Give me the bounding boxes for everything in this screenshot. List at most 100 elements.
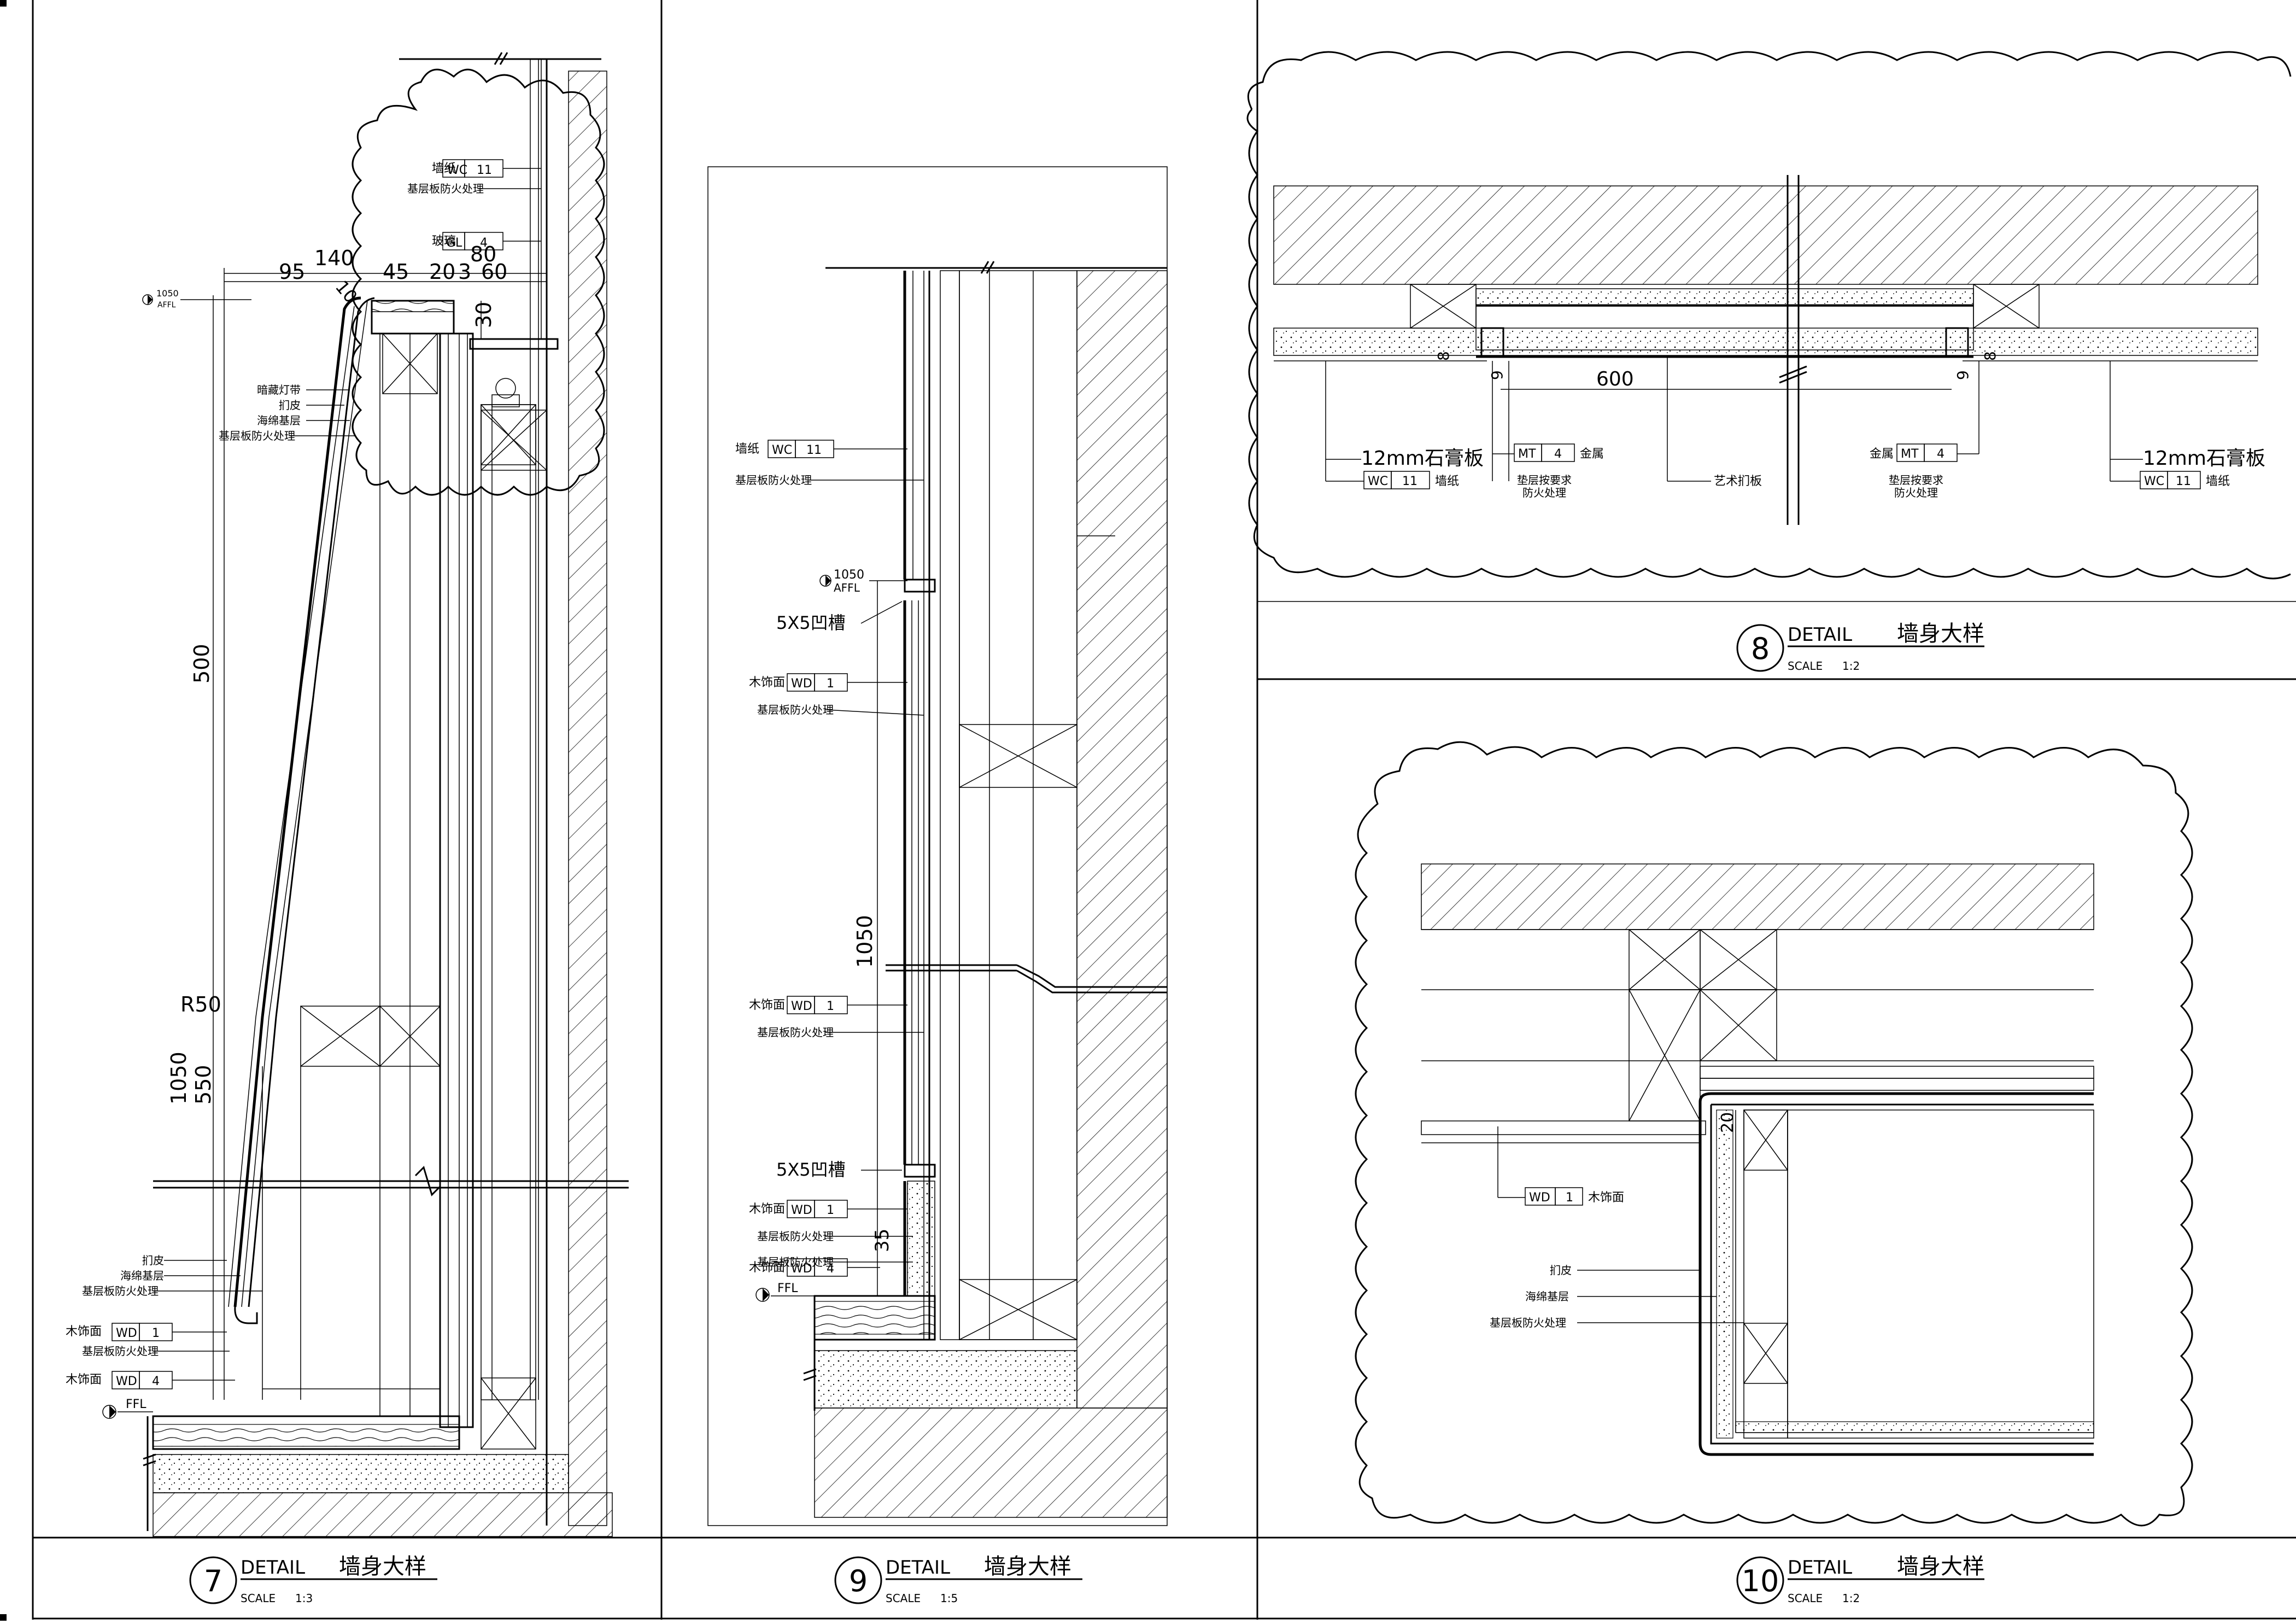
code-wd-9a-number: 1	[827, 677, 834, 691]
code-wd-10: WD	[1529, 1191, 1550, 1205]
level-ffl-9: FFL	[777, 1282, 798, 1295]
label-gypsum-left: 12mm石膏板	[1361, 447, 1484, 470]
label-wallpaper: 墙纸	[432, 162, 456, 176]
note-groove-top: 5X5凹槽	[776, 612, 846, 633]
label-wood-9c: 木饰面	[749, 1202, 785, 1216]
label-fireproof-9d: 基层板防火处理	[757, 1230, 834, 1243]
label-fireproof-bottom: 基层板防火处理	[82, 1284, 159, 1298]
code-gl: GL	[446, 236, 462, 250]
code-wd-9d-number: 4	[827, 1262, 834, 1276]
code-wc-8b-number: 11	[2176, 475, 2191, 488]
dim-20: 20	[429, 260, 455, 284]
dim-9-left: 9	[1488, 370, 1506, 380]
detail-9-scale: 1:5	[940, 1592, 958, 1605]
dim-30: 30	[472, 302, 496, 328]
detail-8-title: 8 DETAIL 墙身大样 SCALE 1:2	[1736, 621, 1984, 673]
label-fireproof-wd: 基层板防火处理	[82, 1345, 159, 1358]
label-wood-9a: 木饰面	[749, 676, 785, 690]
detail-10-name: 墙身大样	[1897, 1554, 1984, 1579]
dim-1050-9: 1050	[853, 915, 877, 968]
code-mt-left: MT	[1518, 447, 1536, 461]
level-1050-9: 1050	[834, 568, 864, 582]
level-affl-9: AFFL	[834, 581, 860, 594]
detail-7-labels: 墙纸 WC 11 基层板防火处理 玻璃 GL 4 140 95 10 45 20…	[66, 159, 547, 1419]
code-wd-4-number: 4	[152, 1375, 160, 1388]
detail-9-label: DETAIL	[886, 1557, 950, 1579]
detail-8-labels: 8 9 9 8 600 12mm石膏板 WC 11 墙纸 MT 4 金属 垫层按…	[1325, 351, 2265, 499]
code-wd-9d: WD	[791, 1262, 812, 1276]
label-leather-10: 扪皮	[1550, 1264, 1572, 1277]
label-art-glass: 艺术扪板	[1714, 475, 1762, 488]
note-r50: R50	[180, 992, 221, 1017]
level-1050: 1050	[156, 288, 179, 299]
dim-20-10: 20	[1718, 1112, 1737, 1133]
detail-9-number: 9	[849, 1564, 868, 1598]
label-sponge-10: 海绵基层	[1525, 1290, 1569, 1303]
label-fireproof-10: 基层板防火处理	[1490, 1316, 1566, 1329]
fire-note-left-1: 垫层按要求	[1517, 474, 1572, 487]
label-base-fireproof: 基层板防火处理	[407, 182, 484, 195]
label-hidden-light: 暗藏灯带	[257, 383, 301, 396]
dim-500: 500	[190, 644, 214, 684]
detail-10-scale: 1:2	[1842, 1592, 1860, 1605]
code-wc-9-number: 11	[806, 443, 822, 457]
code-wd-1: WD	[116, 1327, 137, 1340]
label-fireproof-9c: 基层板防火处理	[757, 1026, 834, 1039]
detail-7-label: DETAIL	[241, 1557, 305, 1579]
code-wc-8a-number: 11	[1402, 475, 1418, 488]
dim-140: 140	[314, 246, 354, 270]
dim-95: 95	[279, 260, 305, 284]
fire-note-left-2: 防火处理	[1522, 486, 1566, 499]
dim-8-right: 8	[1981, 351, 1999, 361]
code-wc-8a: WC	[1368, 475, 1388, 488]
label-wallpaper-8b: 墙纸	[2206, 475, 2230, 488]
code-wd-9c: WD	[791, 1204, 812, 1217]
code-wd-1-number: 1	[152, 1327, 160, 1340]
label-wood-1: 木饰面	[66, 1325, 102, 1339]
fire-note-right-1: 垫层按要求	[1889, 474, 1943, 487]
code-wc-8b: WC	[2144, 475, 2164, 488]
dim-3: 3	[458, 260, 471, 284]
dim-45: 45	[383, 260, 409, 284]
label-sponge-top: 海绵基层	[257, 414, 301, 427]
detail-7-scale: 1:3	[295, 1592, 313, 1605]
detail-8-number: 8	[1751, 632, 1770, 666]
dim-600: 600	[1596, 368, 1634, 390]
label-wallpaper-8a: 墙纸	[1435, 475, 1459, 488]
detail-10-scale-label: SCALE	[1788, 1592, 1823, 1605]
detail-8-drawing	[1246, 51, 2292, 580]
label-leather-bottom: 扪皮	[142, 1254, 164, 1267]
label-wallpaper-9: 墙纸	[735, 442, 759, 456]
label-fireproof-top: 基层板防火处理	[219, 429, 295, 442]
code-mt-right-number: 4	[1937, 447, 1944, 461]
label-wood-10: 木饰面	[1588, 1191, 1624, 1205]
code-mt-left-number: 4	[1554, 447, 1562, 461]
detail-8-label: DETAIL	[1788, 624, 1852, 646]
code-wd-9b-number: 1	[827, 1000, 834, 1013]
code-wd-9c-number: 1	[827, 1204, 834, 1217]
detail-8-scale-label: SCALE	[1788, 659, 1823, 673]
detail-10-labels: WD 1 木饰面 扪皮 海绵基层 基层板防火处理	[1490, 1126, 1744, 1329]
label-wood-9d: 木饰面	[749, 1261, 785, 1275]
dim-1050: 1050	[167, 1051, 191, 1105]
detail-7-title: 7 DETAIL 墙身大样 SCALE 1:3	[189, 1554, 437, 1605]
label-fireproof-9e: 基层板防火处理	[757, 1255, 834, 1269]
detail-7-scale-label: SCALE	[241, 1592, 276, 1605]
detail-10-title: 10 DETAIL 墙身大样 SCALE 1:2	[1736, 1554, 1984, 1605]
code-wd-9b: WD	[791, 1000, 812, 1013]
code-mt-right: MT	[1901, 447, 1919, 461]
label-fireproof-9b: 基层板防火处理	[757, 703, 834, 716]
detail-9-scale-label: SCALE	[886, 1592, 921, 1605]
label-metal-left: 金属	[1580, 447, 1604, 461]
note-groove-bottom: 5X5凹槽	[776, 1159, 846, 1180]
dim-35-9: 35	[871, 1229, 893, 1252]
dim-10: 10	[331, 277, 361, 307]
label-leather-top: 扪皮	[279, 399, 301, 412]
label-gypsum-right: 12mm石膏板	[2143, 447, 2265, 470]
level-affl: AFFL	[157, 301, 176, 309]
label-sponge-bottom: 海绵基层	[120, 1269, 164, 1282]
dim-8-left: 8	[1434, 351, 1452, 361]
code-wc-9: WC	[772, 443, 792, 457]
label-fireproof-9a: 基层板防火处理	[735, 474, 812, 487]
